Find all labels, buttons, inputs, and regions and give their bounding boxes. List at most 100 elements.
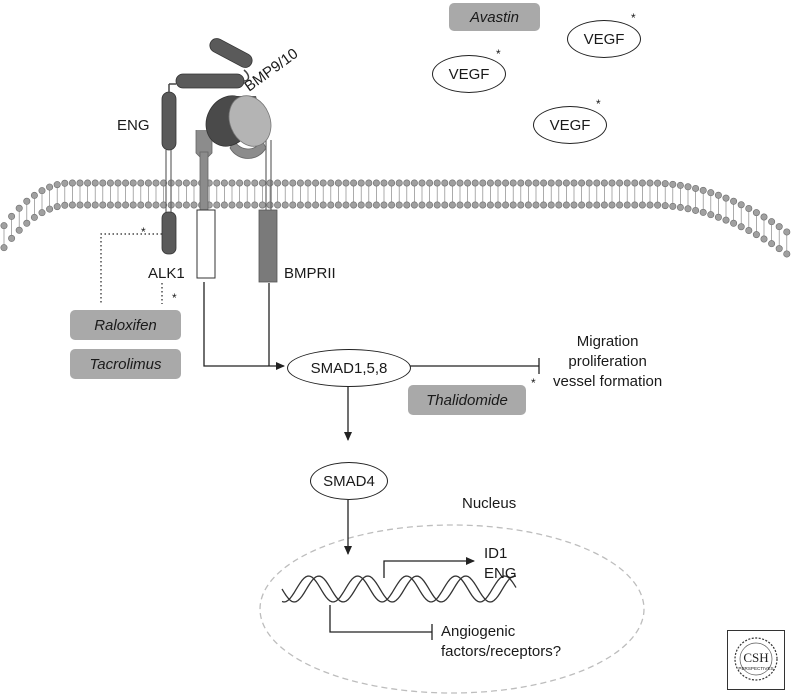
inhibition-lines <box>329 358 540 640</box>
lipid-head-outer <box>350 179 358 187</box>
lipid-head-outer <box>669 180 677 188</box>
lipid-head-outer <box>160 179 168 187</box>
bmp-ligand <box>205 95 272 147</box>
lipid-head-outer <box>144 179 152 187</box>
lipid-head-inner <box>365 201 373 209</box>
smad4-node: SMAD4 <box>310 462 388 500</box>
lipid-head-outer <box>578 179 586 187</box>
lipid-head-outer <box>722 194 730 202</box>
lipid-head-outer <box>464 179 472 187</box>
lipid-head-inner <box>30 213 38 221</box>
alk1-receptor <box>195 130 216 279</box>
lipid-head-inner <box>334 201 342 209</box>
lipid-head-inner <box>160 201 168 209</box>
vegf-ligand-1: VEGF <box>567 20 641 58</box>
lipid-head-outer <box>23 197 31 205</box>
lipid-head-outer <box>137 179 145 187</box>
csh-logo-graphic: CSH PERSPECTIVES <box>734 637 778 681</box>
lipid-head-inner <box>486 201 494 209</box>
lipid-head-inner <box>296 201 304 209</box>
lipid-head-outer <box>479 179 487 187</box>
lipid-head-outer <box>182 179 190 187</box>
alk1-drug-links <box>100 233 163 304</box>
lipid-head-outer <box>456 179 464 187</box>
lipid-head-inner <box>600 201 608 209</box>
lipid-head-inner <box>737 223 745 231</box>
lipid-head-inner <box>15 226 23 234</box>
lipid-head-outer <box>524 179 532 187</box>
lipid-head-outer <box>509 179 517 187</box>
lipid-head-inner <box>243 201 251 209</box>
lipid-head-outer <box>623 179 631 187</box>
lipid-head-inner <box>524 201 532 209</box>
lipid-head-outer <box>661 180 669 188</box>
marker-alk1-upper: * <box>141 225 146 239</box>
lipid-head-inner <box>388 201 396 209</box>
lipid-head-inner <box>350 201 358 209</box>
lipid-head-outer <box>730 197 738 205</box>
lipid-head-inner <box>304 201 312 209</box>
lipid-head-inner <box>175 201 183 209</box>
lipid-head-inner <box>760 235 768 243</box>
lipid-head-outer <box>768 218 776 226</box>
lipid-head-inner <box>555 201 563 209</box>
marker-alk1-lower: * <box>172 291 177 305</box>
lipid-head-inner <box>745 227 753 235</box>
lipid-head-inner <box>532 201 540 209</box>
lipid-head-outer <box>638 179 646 187</box>
lipid-head-outer <box>631 179 639 187</box>
cell-effects-label: Migration proliferation vessel formation <box>553 333 663 390</box>
lipid-head-inner <box>783 250 791 258</box>
lipid-head-inner <box>220 201 228 209</box>
lipid-head-outer <box>646 179 654 187</box>
lipid-head-inner <box>479 201 487 209</box>
raloxifen-drug: Raloxifen <box>70 310 181 340</box>
lipid-head-outer <box>296 179 304 187</box>
lipid-head-inner <box>122 201 130 209</box>
bmprii-label: BMPRII <box>284 265 336 282</box>
lipid-head-outer <box>448 179 456 187</box>
lipid-head-outer <box>334 179 342 187</box>
lipid-head-inner <box>585 201 593 209</box>
lipid-head-inner <box>714 213 722 221</box>
pathway-arrows <box>203 282 475 578</box>
target-genes-label: ID1 ENG <box>484 545 517 582</box>
lipid-head-outer <box>593 179 601 187</box>
lipid-head-inner <box>281 201 289 209</box>
lipid-head-outer <box>243 179 251 187</box>
lipid-head-outer <box>692 184 700 192</box>
lipid-head-inner <box>327 201 335 209</box>
lipid-head-inner <box>722 216 730 224</box>
lipid-head-inner <box>775 245 783 253</box>
lipid-head-inner <box>357 201 365 209</box>
lipid-head-outer <box>388 179 396 187</box>
lipid-head-outer <box>707 189 715 197</box>
lipid-head-inner <box>23 219 31 227</box>
lipid-head-inner <box>213 201 221 209</box>
thalidomide-drug: Thalidomide <box>408 385 526 415</box>
lipid-head-outer <box>760 213 768 221</box>
lipid-head-outer <box>106 179 114 187</box>
lipid-head-inner <box>53 203 61 211</box>
lipid-head-outer <box>616 179 624 187</box>
marker-vegf-2: * <box>496 47 501 61</box>
lipid-head-inner <box>190 201 198 209</box>
lipid-head-inner <box>570 201 578 209</box>
lipid-head-outer <box>372 179 380 187</box>
lipid-head-inner <box>768 240 776 248</box>
lipid-head-outer <box>555 179 563 187</box>
lipid-head-inner <box>182 201 190 209</box>
lipid-head-inner <box>547 201 555 209</box>
lipid-head-outer <box>745 205 753 213</box>
lipid-head-inner <box>540 201 548 209</box>
lipid-head-outer <box>61 179 69 187</box>
lipid-head-inner <box>684 205 692 213</box>
lipid-head-inner <box>61 201 69 209</box>
lipid-head-outer <box>152 179 160 187</box>
lipid-head-inner <box>638 201 646 209</box>
lipid-head-inner <box>0 244 8 252</box>
lipid-head-inner <box>236 201 244 209</box>
lipid-head-outer <box>600 179 608 187</box>
lipid-head-outer <box>517 179 525 187</box>
